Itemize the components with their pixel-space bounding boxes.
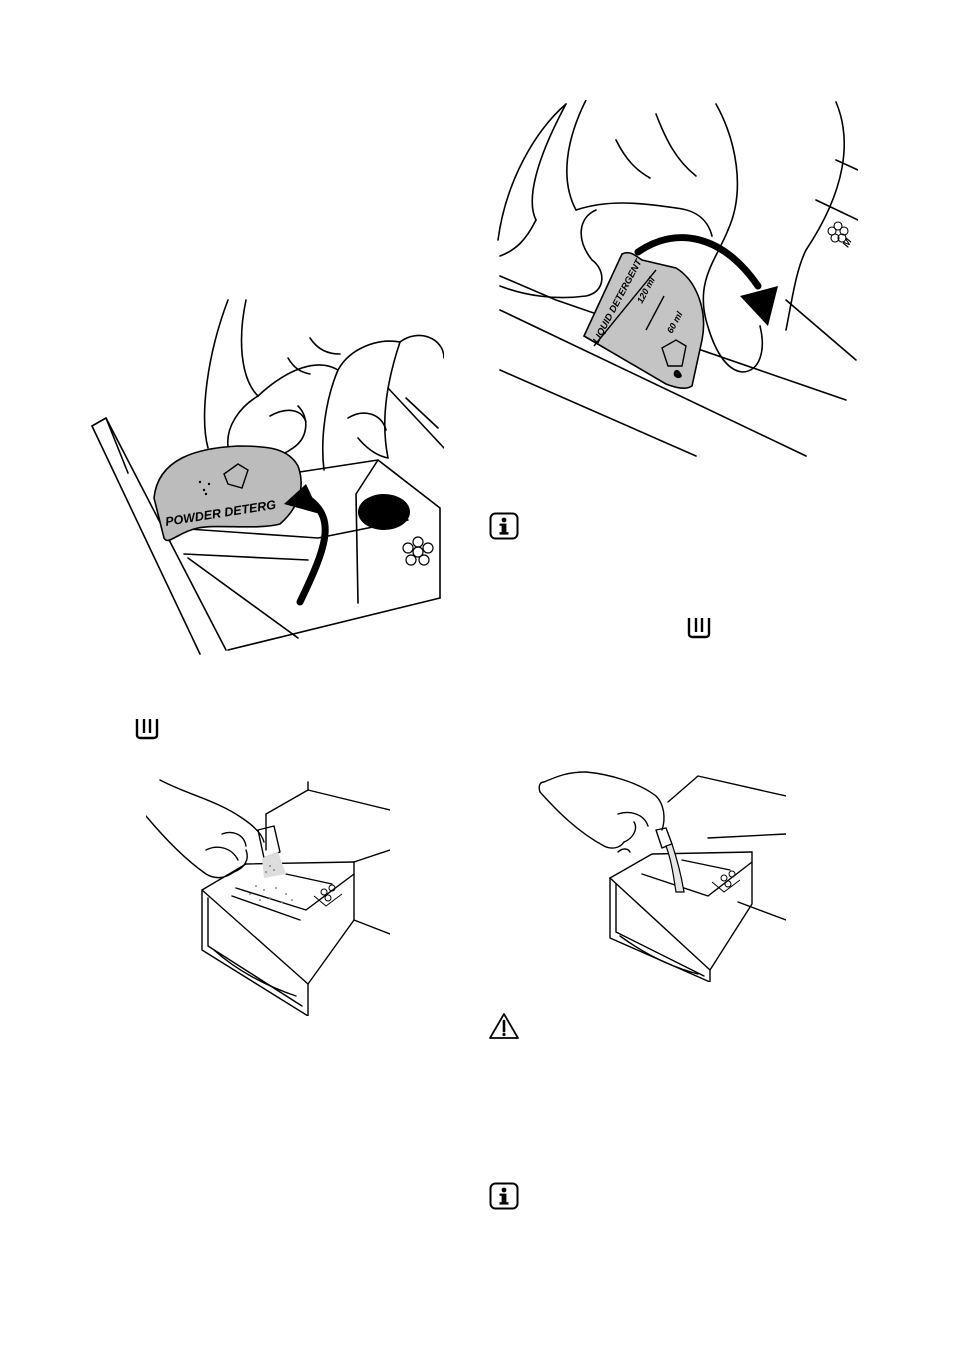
figure-powder-flap: POWDER DETERG [88, 298, 444, 658]
figure-liquid-flap: LIQUID DETERGENT 120 ml 60 ml M [496, 100, 858, 460]
main-wash-compartment-icon [686, 617, 712, 644]
info-icon [489, 1182, 519, 1215]
drawer-mark-label: M [841, 236, 855, 249]
main-wash-compartment-icon [134, 718, 160, 745]
figure-pour-liquid [538, 752, 786, 982]
figure-pour-powder [146, 770, 390, 1016]
warning-icon [488, 1012, 520, 1045]
info-icon [489, 512, 519, 545]
